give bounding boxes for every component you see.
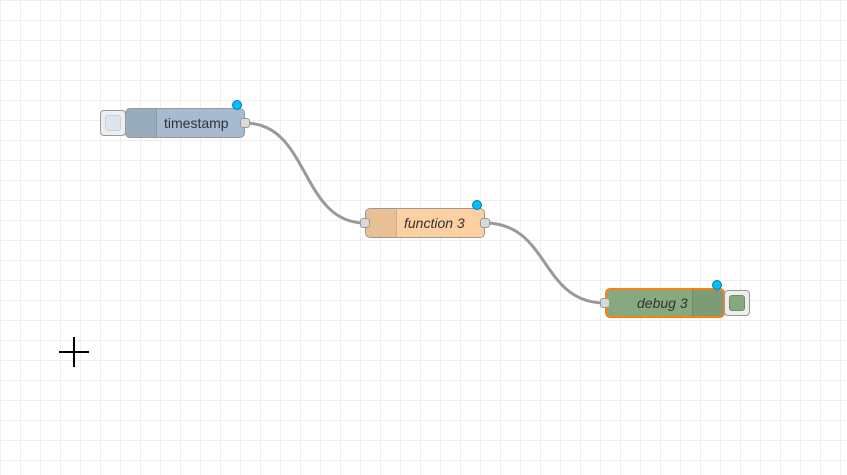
inject-icon xyxy=(126,109,157,137)
inject-trigger-button-inner xyxy=(105,115,121,131)
node-function-changed-indicator xyxy=(472,200,482,210)
function-icon xyxy=(366,209,397,237)
debug-toggle-button[interactable] xyxy=(724,290,750,316)
wire-timestamp-to-function[interactable] xyxy=(244,121,366,225)
node-debug-changed-indicator xyxy=(712,280,722,290)
node-function-label: function 3 xyxy=(404,215,465,231)
node-timestamp-label: timestamp xyxy=(164,115,229,131)
node-function[interactable]: function 3 xyxy=(365,208,485,238)
node-timestamp-output-port[interactable] xyxy=(240,118,250,128)
wire-function-to-debug[interactable] xyxy=(484,221,606,305)
node-timestamp-changed-indicator xyxy=(232,100,242,110)
crosshair-cursor-icon xyxy=(59,337,89,367)
node-debug[interactable]: debug 3 xyxy=(605,288,725,318)
node-function-output-port[interactable] xyxy=(480,218,490,228)
node-function-input-port[interactable] xyxy=(360,218,370,228)
debug-toggle-button-inner xyxy=(729,295,745,311)
node-debug-label: debug 3 xyxy=(637,295,688,311)
node-timestamp[interactable]: timestamp xyxy=(125,108,245,138)
crosshair-vertical xyxy=(73,337,75,367)
debug-icon xyxy=(692,290,723,316)
inject-trigger-button[interactable] xyxy=(100,110,126,136)
node-debug-input-port[interactable] xyxy=(600,298,610,308)
